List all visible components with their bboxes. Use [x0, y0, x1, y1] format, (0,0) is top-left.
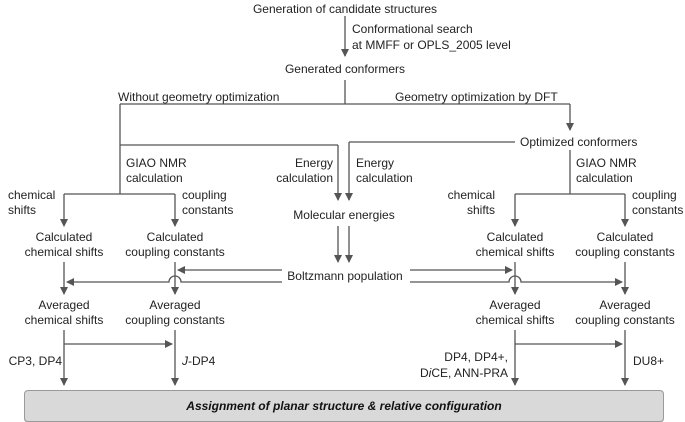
assignment-label: Assignment of planar structure & relativ…	[186, 399, 502, 413]
label-without-opt: Without geometry optimization	[118, 90, 280, 104]
node-molecular-energies: Molecular energies	[293, 208, 395, 222]
label-coup-left-1: coupling	[182, 188, 227, 202]
node-avg-cc-left-2: coupling constants	[125, 313, 225, 327]
label-geom-opt: Geometry optimization by DFT	[395, 90, 558, 104]
node-calc-cs-left-2: chemical shifts	[24, 245, 104, 259]
arrow-boltz-right-lower	[410, 275, 623, 286]
node-calc-cs-right-1: Calculated	[486, 230, 544, 244]
label-dp4-right-2: DiCE, ANN-PRA	[420, 366, 508, 380]
label-du8: DU8+	[633, 354, 665, 368]
label-energy-right-1: Energy	[356, 156, 395, 170]
arrow-boltz-left-lower	[66, 275, 282, 286]
label-coup-right-1: coupling	[632, 188, 677, 202]
assignment-box: Assignment of planar structure & relativ…	[24, 390, 664, 422]
label-chem-right-2: shifts	[466, 203, 495, 217]
label-coup-left-2: constants	[182, 203, 234, 217]
label-giao-left-1: GIAO NMR	[126, 156, 187, 170]
label-dp4-right-2-post: CE, ANN-PRA	[431, 366, 508, 380]
node-avg-cc-right-1: Averaged	[599, 298, 651, 312]
label-giao-left-2: calculation	[126, 171, 183, 185]
label-chem-right-1: chemical	[447, 188, 495, 202]
node-avg-cs-left-1: Averaged	[38, 298, 90, 312]
node-optimized-conformers: Optimized conformers	[520, 135, 638, 149]
node-calc-cs-right-2: chemical shifts	[475, 245, 555, 259]
label-chem-left-2: shifts	[8, 203, 37, 217]
node-avg-cs-right-2: chemical shifts	[475, 313, 555, 327]
label-energy-left-2: calculation	[276, 171, 333, 185]
node-generation: Generation of candidate structures	[252, 2, 438, 16]
label-energy-left-1: Energy	[294, 156, 333, 170]
label-jdp4: J-DP4	[182, 354, 215, 368]
label-dp4-right-1: DP4, DP4+,	[444, 350, 508, 364]
label-cp3-dp4: CP3, DP4	[8, 354, 62, 368]
label-dp4-right-2-pre: D	[419, 366, 429, 380]
label-giao-right-2: calculation	[576, 171, 633, 185]
label-jdp4-j: J	[182, 354, 188, 368]
label-dp4-right-2-i: i	[428, 366, 432, 380]
label-jdp4-rest: -DP4	[188, 354, 216, 368]
node-generated-conformers: Generated conformers	[284, 62, 406, 76]
node-calc-cc-right-1: Calculated	[596, 230, 654, 244]
label-conf-search-1: Conformational search	[352, 22, 473, 36]
label-giao-right-1: GIAO NMR	[576, 156, 637, 170]
node-boltzmann: Boltzmann population	[284, 269, 406, 283]
label-chem-left-1: chemical	[8, 188, 56, 202]
label-conf-search-2: at MMFF or OPLS_2005 level	[352, 38, 511, 52]
node-calc-cc-left-2: coupling constants	[125, 245, 225, 259]
node-calc-cc-left-1: Calculated	[146, 230, 204, 244]
node-avg-cs-right-1: Averaged	[489, 298, 541, 312]
node-calc-cs-left-1: Calculated	[35, 230, 93, 244]
label-coup-right-2: constants	[632, 203, 684, 217]
node-avg-cs-left-2: chemical shifts	[24, 313, 104, 327]
node-calc-cc-right-2: coupling constants	[575, 245, 675, 259]
label-energy-right-2: calculation	[356, 171, 413, 185]
node-avg-cc-right-2: coupling constants	[575, 313, 675, 327]
node-avg-cc-left-1: Averaged	[149, 298, 201, 312]
